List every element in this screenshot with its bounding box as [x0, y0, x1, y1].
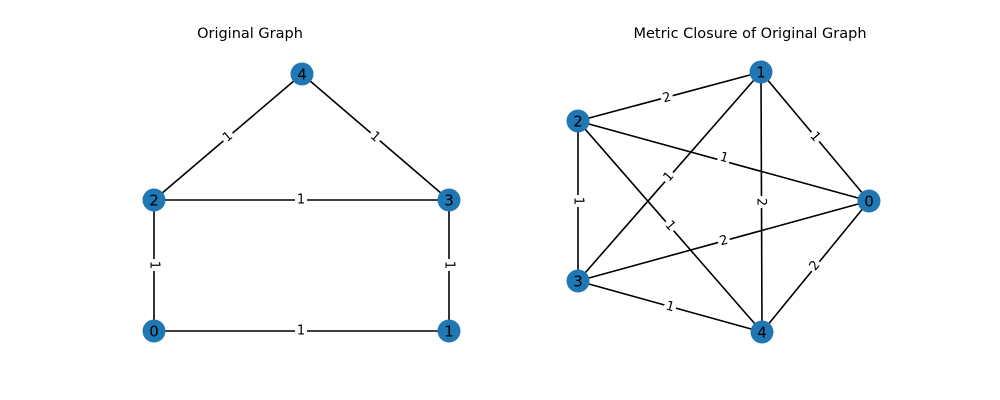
edge-label-background — [659, 88, 675, 108]
graph-node — [749, 60, 773, 84]
edge-label-background — [570, 195, 586, 207]
edge-label-background — [146, 259, 162, 271]
graph-node — [750, 320, 774, 344]
graph-node — [437, 188, 461, 212]
graph-node — [857, 189, 881, 213]
graph-node-label: 4 — [757, 324, 767, 342]
edge-label-background — [365, 127, 385, 147]
edge-label-background — [716, 148, 732, 168]
edge-weight-label: 1 — [571, 197, 586, 205]
graph-node — [566, 109, 590, 133]
graph-node-label: 1 — [756, 64, 766, 82]
edge-label-background — [805, 256, 825, 276]
edge-weight-label: 1 — [147, 261, 162, 269]
graph-node — [566, 269, 590, 293]
edge-label-background — [295, 323, 307, 339]
graph-node-label: 1 — [444, 323, 454, 341]
edge-label-background — [660, 216, 680, 236]
edge-label-background — [716, 231, 732, 251]
graph-node — [290, 62, 314, 86]
graph-node-label: 4 — [297, 66, 307, 84]
edge-weight-label: 2 — [661, 90, 673, 107]
graph-node — [142, 319, 166, 343]
graph-node — [437, 319, 461, 343]
edge-weight-label: 1 — [442, 261, 457, 269]
edge-label-background — [441, 259, 457, 271]
edge-label-background — [218, 127, 238, 147]
edge-weight-label: 1 — [664, 299, 676, 316]
graph-node — [142, 188, 166, 212]
edge-label-background — [805, 127, 825, 147]
graph-node-label: 0 — [149, 323, 159, 341]
edge-weight-label: 1 — [718, 150, 730, 167]
edge-label-background — [295, 192, 307, 208]
graph-node-label: 3 — [444, 192, 454, 210]
edge-label-background — [659, 167, 679, 187]
graph-node-label: 2 — [573, 113, 583, 131]
edge-weight-label: 1 — [297, 193, 305, 208]
edge-weight-label: 2 — [718, 233, 730, 250]
panel-title-original-graph: Original Graph — [197, 26, 303, 42]
edge-label-background — [752, 195, 770, 209]
graph-node-label: 0 — [864, 193, 874, 211]
edge-weight-label: 2 — [753, 198, 768, 206]
edge-weight-label: 1 — [297, 324, 305, 339]
panel-title-metric-closure-graph: Metric Closure of Original Graph — [633, 26, 867, 42]
edge-label-background — [662, 297, 678, 317]
graph-node-label: 3 — [573, 273, 583, 291]
graph-node-label: 2 — [149, 192, 159, 210]
